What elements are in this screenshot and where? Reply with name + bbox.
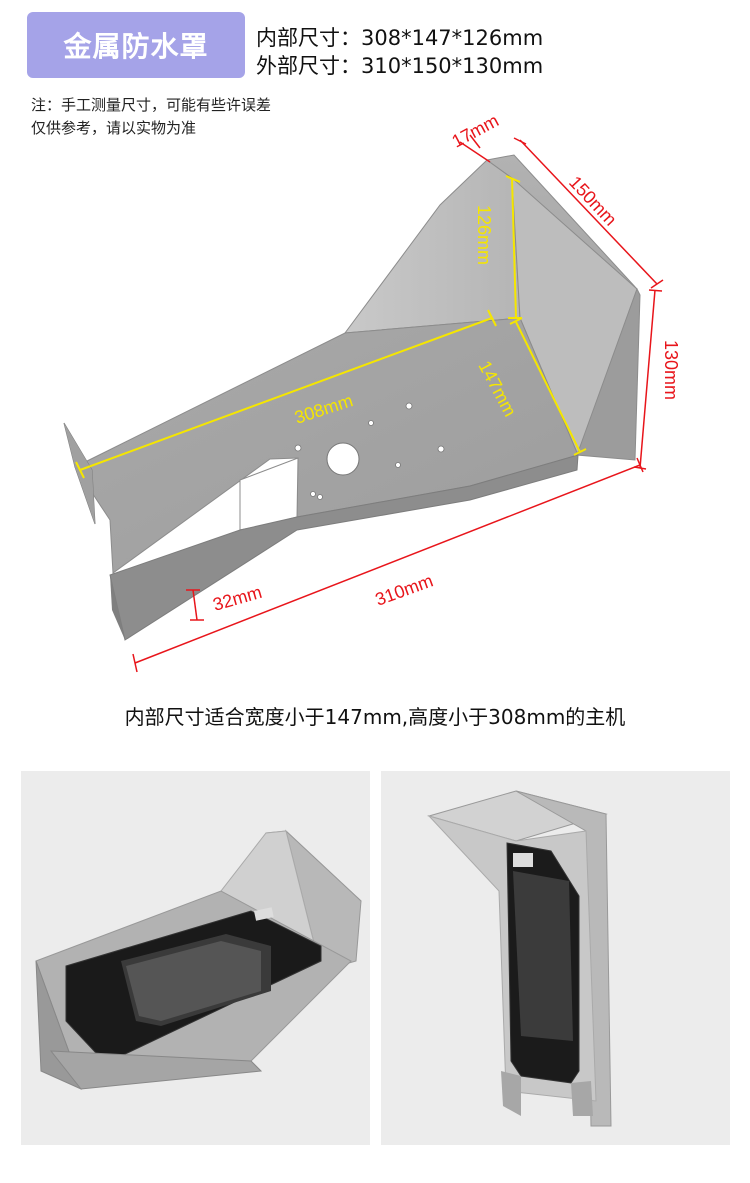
label-310mm: 310mm — [373, 570, 436, 609]
product-title: 金属防水罩 — [63, 30, 209, 63]
label-126mm: 126mm — [474, 205, 494, 265]
measurement-note: 注：手工测量尺寸，可能有些许误差 仅供参考，请以实物为准 — [31, 94, 271, 140]
label-32mm: 32mm — [211, 582, 265, 615]
photo-angled-device — [21, 771, 370, 1145]
device-in-cover-upright-image — [427, 790, 612, 1127]
outer-dimension: 外部尺寸：310*150*130mm — [256, 54, 544, 78]
note-line-1: 注：手工测量尺寸，可能有些许误差 — [31, 96, 272, 114]
inner-dimension: 内部尺寸：308*147*126mm — [256, 26, 544, 50]
outer-dimension-lines — [132, 134, 664, 673]
photo-upright-device — [381, 771, 730, 1145]
cover-illustration — [63, 154, 641, 641]
inner-dimension-lines — [75, 175, 587, 479]
dimension-diagram: 17mm 150mm 126mm 130mm 147mm 308mm 32mm … — [63, 110, 681, 673]
product-title-badge: 金属防水罩 — [27, 12, 245, 78]
device-in-cover-angled-image — [35, 829, 362, 1090]
label-17mm: 17mm — [448, 110, 502, 151]
note-line-2: 仅供参考，请以实物为准 — [31, 119, 197, 137]
dimension-summary: 内部尺寸：308*147*126mm 外部尺寸：310*150*130mm — [256, 24, 543, 80]
fit-caption: 内部尺寸适合宽度小于147mm,高度小于308mm的主机 — [124, 705, 626, 729]
label-130mm: 130mm — [661, 340, 681, 400]
